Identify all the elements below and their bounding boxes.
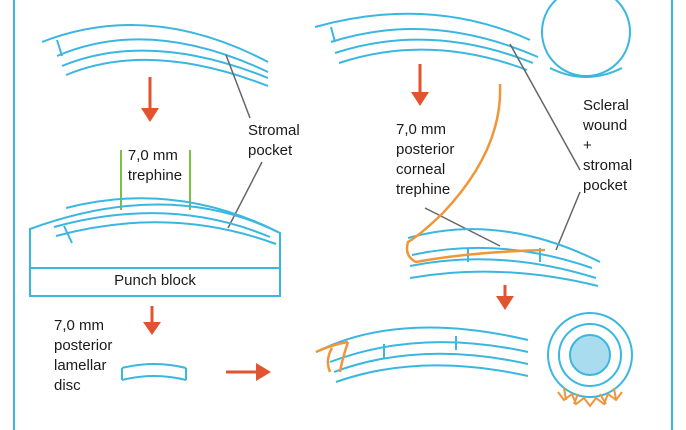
stromal-pocket-label-line-1: Stromal bbox=[248, 122, 300, 139]
trephine-label-line-1: 7,0 mm bbox=[128, 147, 178, 164]
posterior-lamellar-disc-label: 7,0 mm posterior lamellar disc bbox=[54, 317, 117, 394]
corneal-trephine-label-line-1: 7,0 mm bbox=[396, 121, 446, 138]
corneal-trephine-orange bbox=[405, 83, 546, 264]
scleral-label-line-3: + bbox=[583, 137, 592, 154]
stromal-pocket-label-line-2: pocket bbox=[248, 142, 293, 159]
eye-globe-top bbox=[541, 0, 631, 78]
process-arrow-horizontal bbox=[226, 363, 271, 381]
disc-label-line-1: 7,0 mm bbox=[54, 317, 104, 334]
disc-label-line-2: posterior bbox=[54, 337, 112, 354]
cornea-with-trephine bbox=[407, 228, 601, 287]
posterior-corneal-trephine-label: 7,0 mm posterior corneal trephine bbox=[396, 121, 459, 198]
scleral-label-line-5: pocket bbox=[583, 177, 628, 194]
stromal-pocket-label: Stromal pocket bbox=[248, 122, 304, 159]
eye-front-view bbox=[547, 312, 633, 398]
punch-block: Punch block bbox=[29, 203, 281, 297]
posterior-lamellar-disc bbox=[121, 363, 187, 381]
stromal-pocket-pointers bbox=[225, 54, 263, 229]
scleral-label-line-4: stromal bbox=[583, 157, 632, 174]
process-arrow-1 bbox=[141, 77, 159, 122]
punch-block-label: Punch block bbox=[114, 272, 196, 289]
corneal-trephine-label-line-3: corneal bbox=[396, 161, 445, 178]
disc-label-line-3: lamellar bbox=[54, 357, 107, 374]
corneal-trephine-label-line-2: posterior bbox=[396, 141, 454, 158]
process-arrow-2 bbox=[143, 306, 161, 335]
scleral-label-line-1: Scleral bbox=[583, 97, 629, 114]
disc-label-line-4: disc bbox=[54, 377, 81, 394]
corneal-trephine-label-line-4: trephine bbox=[396, 181, 450, 198]
trephine-label: 7,0 mm trephine bbox=[128, 147, 182, 184]
pointer-lines-right bbox=[424, 43, 581, 251]
cornea-top-right bbox=[314, 12, 539, 71]
scleral-label-line-2: wound bbox=[582, 117, 627, 134]
trephine-label-line-2: trephine bbox=[128, 167, 182, 184]
cornea-top-left bbox=[41, 24, 269, 87]
final-cornea bbox=[315, 326, 529, 383]
figure-frame bbox=[13, 0, 673, 430]
process-arrow-3 bbox=[411, 64, 429, 106]
scleral-sutures bbox=[557, 387, 623, 408]
trephine-blades-green bbox=[120, 150, 191, 210]
scleral-wound-stromal-pocket-label: Scleral wound + stromal pocket bbox=[582, 97, 636, 194]
final-cornea-incision bbox=[315, 340, 350, 373]
process-arrow-4 bbox=[496, 285, 514, 310]
